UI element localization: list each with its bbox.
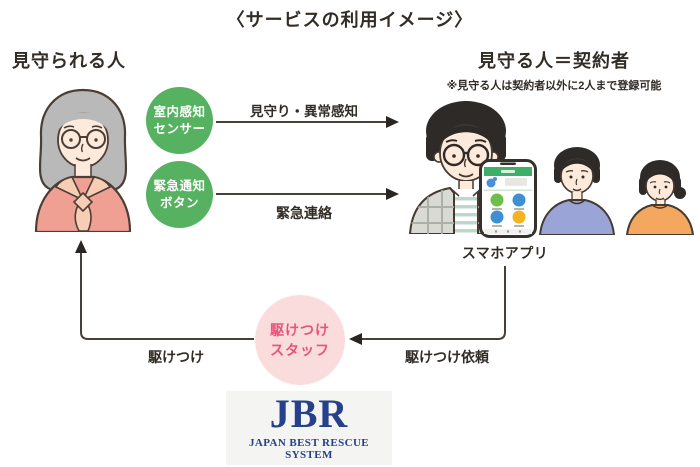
- top: [625, 204, 695, 235]
- indoor-sensor-badge: 室内感知 センサー: [146, 87, 213, 154]
- fringe: [561, 159, 593, 172]
- fringe: [58, 112, 108, 131]
- sensor-line2: センサー: [153, 121, 206, 136]
- fringe: [646, 170, 674, 182]
- glasses-left: [442, 143, 466, 167]
- smartphone-app-label: スマホアプリ: [461, 245, 549, 261]
- jbr-logo: JBR JAPAN BEST RESCUE SYSTEM: [226, 391, 392, 465]
- monitor-flow-label: 見守り・異常感知: [250, 104, 358, 119]
- dispatch-request-label: 駆けつけ依頼: [405, 349, 489, 365]
- staff-line2: スタッフ: [270, 342, 330, 358]
- watcher-note: ※見守る人は契約者以外に2人まで登録可能: [446, 80, 662, 92]
- striped-tee: [452, 189, 480, 234]
- scarf-right: [81, 176, 112, 202]
- speaker: [500, 162, 516, 165]
- diagram-title: 〈サービスの利用イメージ〉: [226, 10, 474, 30]
- dispatch-request-arrow: [349, 266, 506, 345]
- smartphone-app-illustration: [479, 159, 537, 238]
- jbr-logo-name: JAPAN BEST RESCUE SYSTEM: [248, 437, 370, 461]
- young-woman-illustration: [625, 160, 695, 235]
- watcher-header: 見守る人＝契約者 ※見守る人は契約者以外に2人まで登録可能: [415, 47, 693, 93]
- scarf-left: [54, 176, 85, 202]
- staff-line1: 駆けつけ: [270, 321, 330, 338]
- glasses-right: [466, 143, 490, 167]
- button-line1: 緊急通知: [153, 179, 206, 194]
- emergency-arrow: [216, 188, 399, 200]
- emergency-flow-label: 緊急連絡: [276, 205, 332, 221]
- jbr-logo-mark: JBR: [269, 391, 349, 436]
- watched-person-label: 見守られる人: [12, 51, 126, 71]
- scarf-knot: [72, 191, 94, 213]
- glasses-left: [61, 129, 81, 149]
- glasses-right: [86, 129, 106, 149]
- map-icon: [486, 178, 496, 188]
- app-button-blue2: [490, 210, 504, 224]
- dispatch-staff-badge: 駆けつけ スタッフ: [255, 295, 345, 385]
- dispatch-label: 駆けつけ: [148, 349, 204, 365]
- fringe: [440, 125, 492, 145]
- app-button-yellow: [512, 210, 526, 224]
- dispatch-arrow: [75, 240, 254, 340]
- sweater: [538, 199, 616, 235]
- watcher-label: 見守る人＝契約者: [478, 51, 630, 71]
- app-button-blue1: [512, 193, 526, 207]
- app-button-green: [490, 193, 504, 207]
- button-line2: ボタン: [159, 195, 199, 210]
- sensor-line1: 室内感知: [153, 105, 206, 120]
- shirt-left: [408, 186, 455, 234]
- emergency-button-badge: 緊急通知 ボタン: [146, 161, 213, 228]
- elderly-woman-illustration: [34, 88, 132, 232]
- scarf-tail: [74, 204, 92, 232]
- young-man-illustration: [538, 147, 616, 235]
